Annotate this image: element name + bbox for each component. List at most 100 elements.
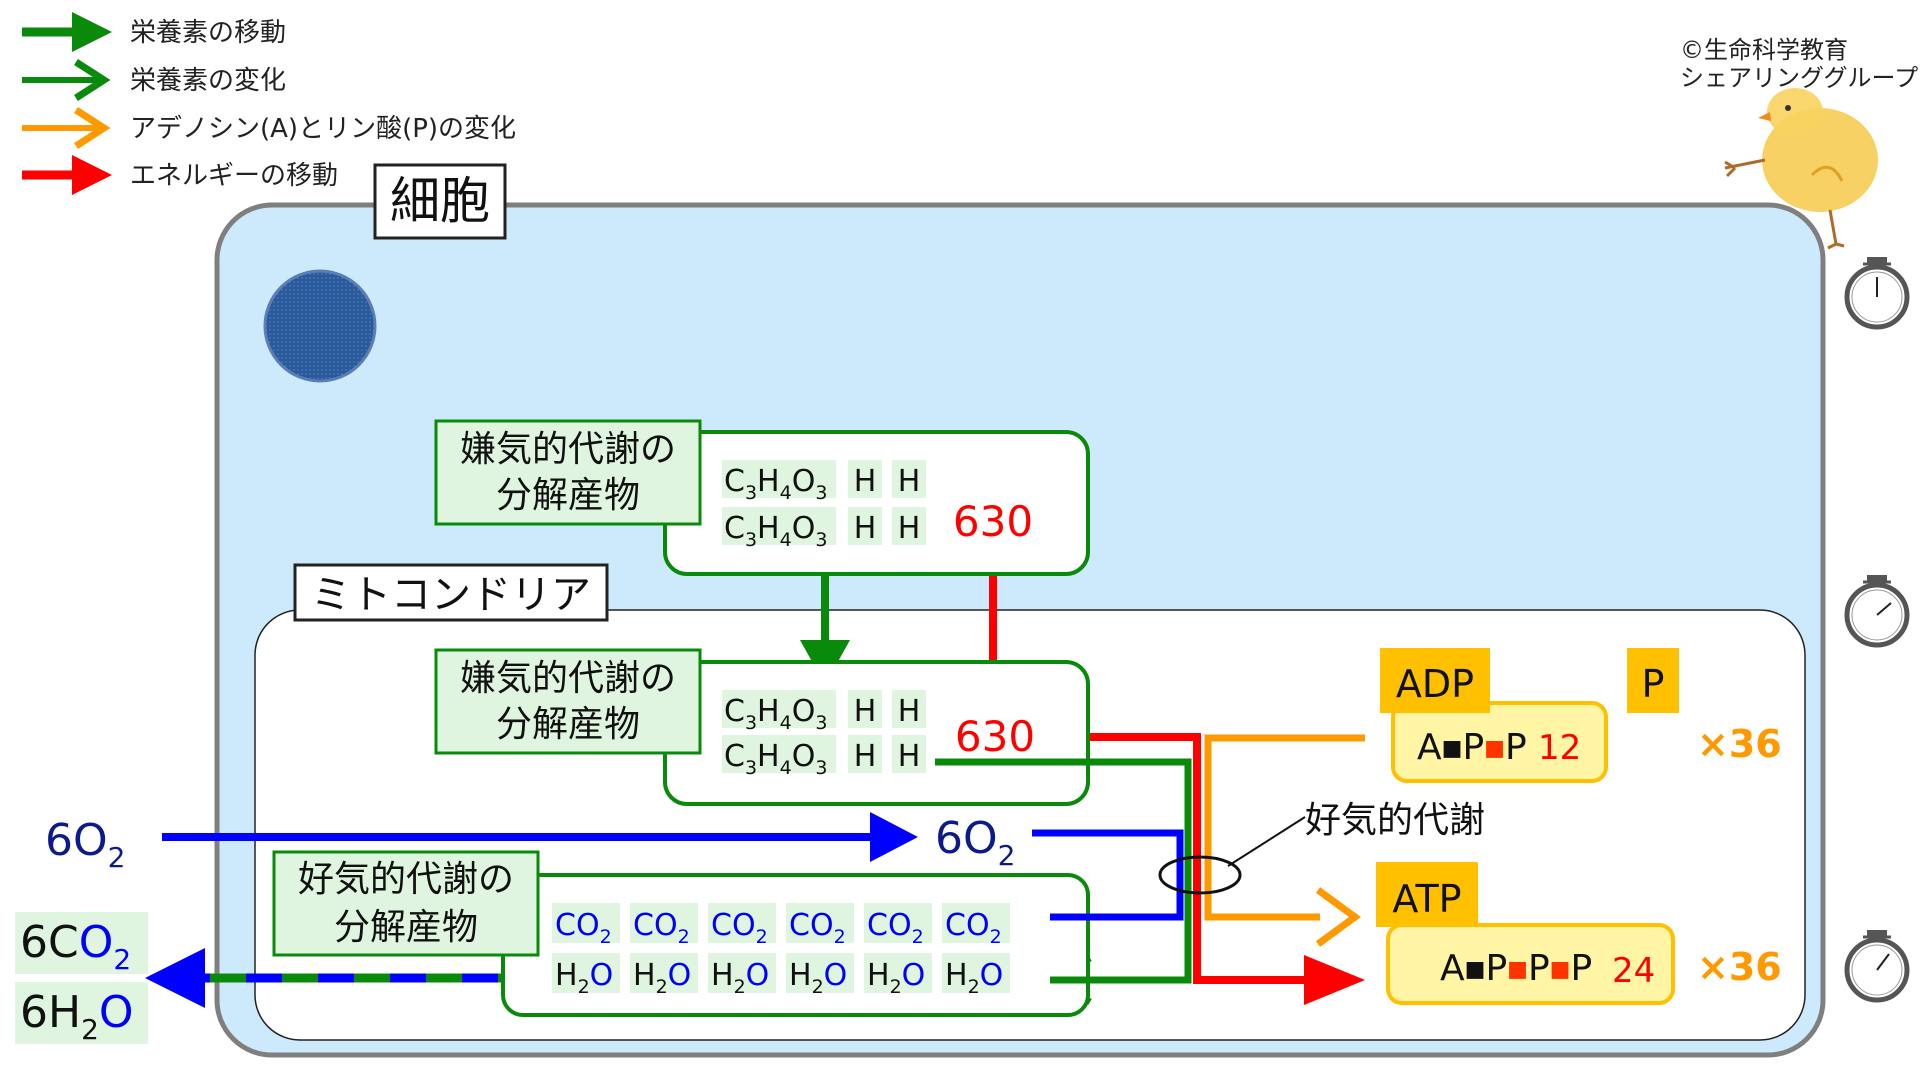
h2o-bg (864, 953, 932, 993)
co2-molecule: CO2 (633, 908, 690, 948)
pyruvate-bg (722, 735, 836, 773)
energy-value: 630 (955, 712, 1035, 761)
hydrogen-bg (848, 460, 882, 498)
atp-group: ATP A■P■P■P 24 ×36 (1376, 862, 1782, 1005)
co2-molecule: CO2 (789, 908, 846, 948)
h2o-molecule: H2O (789, 958, 847, 998)
credit: ©生命科学教育 シェアリンググループ (1680, 36, 1918, 92)
atp-label-box (1376, 862, 1478, 927)
h2o-bg (708, 953, 776, 993)
stopwatch-icon[interactable] (1844, 575, 1910, 648)
co2-bg (864, 903, 932, 943)
cell-label: 細胞 (373, 163, 507, 240)
h2o-molecule: H2O (555, 958, 613, 998)
phosphate-label: P (1642, 662, 1665, 706)
legend-item-nutrient-change: 栄養素の変化 (22, 59, 286, 101)
h2o-bg (942, 953, 1010, 993)
adp-value: 12 (1538, 728, 1581, 768)
energy-to-atp-head (1304, 955, 1365, 1005)
legend-arrow-head (72, 12, 112, 52)
anaerobic-mito-title-box (434, 648, 702, 755)
credit-line-1: ©生命科学教育 (1680, 36, 1848, 64)
legend-arrow-head (72, 155, 112, 195)
adp-label: ADP (1396, 662, 1474, 706)
legend-item-energy-move: エネルギーの移動 (22, 155, 338, 195)
co2-molecule: CO2 (555, 908, 612, 948)
hydrogen: H (854, 511, 877, 546)
oxygen-to-water-line (1032, 829, 1184, 921)
anaerobic-products-mito: 嫌気的代謝の 分解産物 C3H4O3 H H C3H4O3 H H 630 (434, 648, 1090, 806)
cell-nucleus (263, 269, 377, 383)
adp-label-box (1380, 648, 1490, 713)
hydrogen: H (854, 464, 877, 499)
hydrogen-bg (892, 460, 926, 498)
hydrogen: H (898, 464, 921, 499)
hydrogen-bg (892, 507, 926, 545)
atp-multiplier: ×36 (1697, 945, 1782, 989)
stopwatch-icon[interactable] (1844, 257, 1910, 330)
co2-bg (708, 903, 776, 943)
legend-label: エネルギーの移動 (130, 161, 338, 191)
pyruvate-formula: C3H4O3 (724, 739, 827, 779)
hydrogen-bg (848, 507, 882, 545)
hydrogen: H (854, 694, 877, 729)
legend-label: 栄養素の変化 (130, 66, 286, 96)
hydrogen-bg (892, 735, 926, 773)
hydrogen: H (898, 739, 921, 774)
co2-molecule: CO2 (711, 908, 768, 948)
anaerobic-mito-title-2: 分解産物 (496, 704, 640, 745)
oxygen-outside: 6O2 (45, 815, 125, 874)
mitochondria-label-box (293, 563, 609, 622)
hydrogen-bg (848, 735, 882, 773)
energy-value-bg (950, 500, 1038, 544)
output-h2o: 6H2O (20, 987, 134, 1046)
legend-arrow-head (74, 107, 111, 149)
credit-line-2: シェアリンググループ (1680, 64, 1918, 92)
energy-value: 630 (953, 497, 1033, 546)
h2o-molecule: H2O (867, 958, 925, 998)
adp-to-atp-line (1204, 734, 1365, 921)
pyruvate-formula: C3H4O3 (724, 511, 827, 551)
outputs: 6CO2 6H2O (15, 912, 148, 1046)
atp-box (1386, 923, 1675, 1005)
legend-item-adenosine-change: アデノシン(A)とリン酸(P)の変化 (22, 107, 516, 149)
adp-box (1391, 701, 1608, 783)
co2-bg (630, 903, 698, 943)
hydrogen: H (854, 739, 877, 774)
legend-label: アデノシン(A)とリン酸(P)の変化 (130, 114, 516, 144)
co2-bg (552, 903, 620, 943)
hydrogen-bg (892, 690, 926, 728)
oxygen-inflow-head (870, 812, 918, 862)
hydrogen: H (898, 694, 921, 729)
mitochondria-label: ミトコンドリア (293, 563, 609, 622)
mitochondria-label-text: ミトコンドリア (311, 572, 591, 618)
h2o-bg (630, 953, 698, 993)
pyruvate-formula: C3H4O3 (724, 694, 827, 734)
aerobic-products: 好気的代謝の 分解産物 CO2H2OCO2H2OCO2H2OCO2H2OCO2H… (272, 850, 1090, 1017)
aerobic-products-title-1: 好気的代謝の (298, 859, 514, 900)
hydrogen: H (898, 511, 921, 546)
h2o-molecule: H2O (633, 958, 691, 998)
waste-outflow-head (145, 948, 205, 1008)
anaerobic-top-title-box (434, 419, 702, 526)
output-co2: 6CO2 (20, 917, 131, 976)
anaerobic-top-title-1: 嫌気的代謝の (460, 429, 676, 470)
co2-bg (786, 903, 854, 943)
stopwatch-icon[interactable] (1844, 930, 1910, 1003)
anaerobic-products-top: 嫌気的代謝の 分解産物 C3H4O3 H H C3H4O3 H H 630 (434, 419, 1090, 576)
h2o-bg (552, 953, 620, 993)
legend-label: 栄養素の移動 (130, 18, 286, 48)
pyruvate-formula: C3H4O3 (724, 464, 827, 504)
h2o-molecule: H2O (711, 958, 769, 998)
aerobic-products-title-box (272, 850, 540, 957)
chick-illustration (1724, 88, 1878, 250)
aerobic-loop (1158, 855, 1242, 895)
legend-arrow-head (74, 59, 111, 101)
pyruvate-bg (722, 507, 836, 545)
aerobic-callout-line (1227, 816, 1306, 867)
legend-item-nutrient-move: 栄養素の移動 (22, 12, 286, 52)
co2-bg (942, 903, 1010, 943)
output-h2o-bg (15, 982, 148, 1044)
